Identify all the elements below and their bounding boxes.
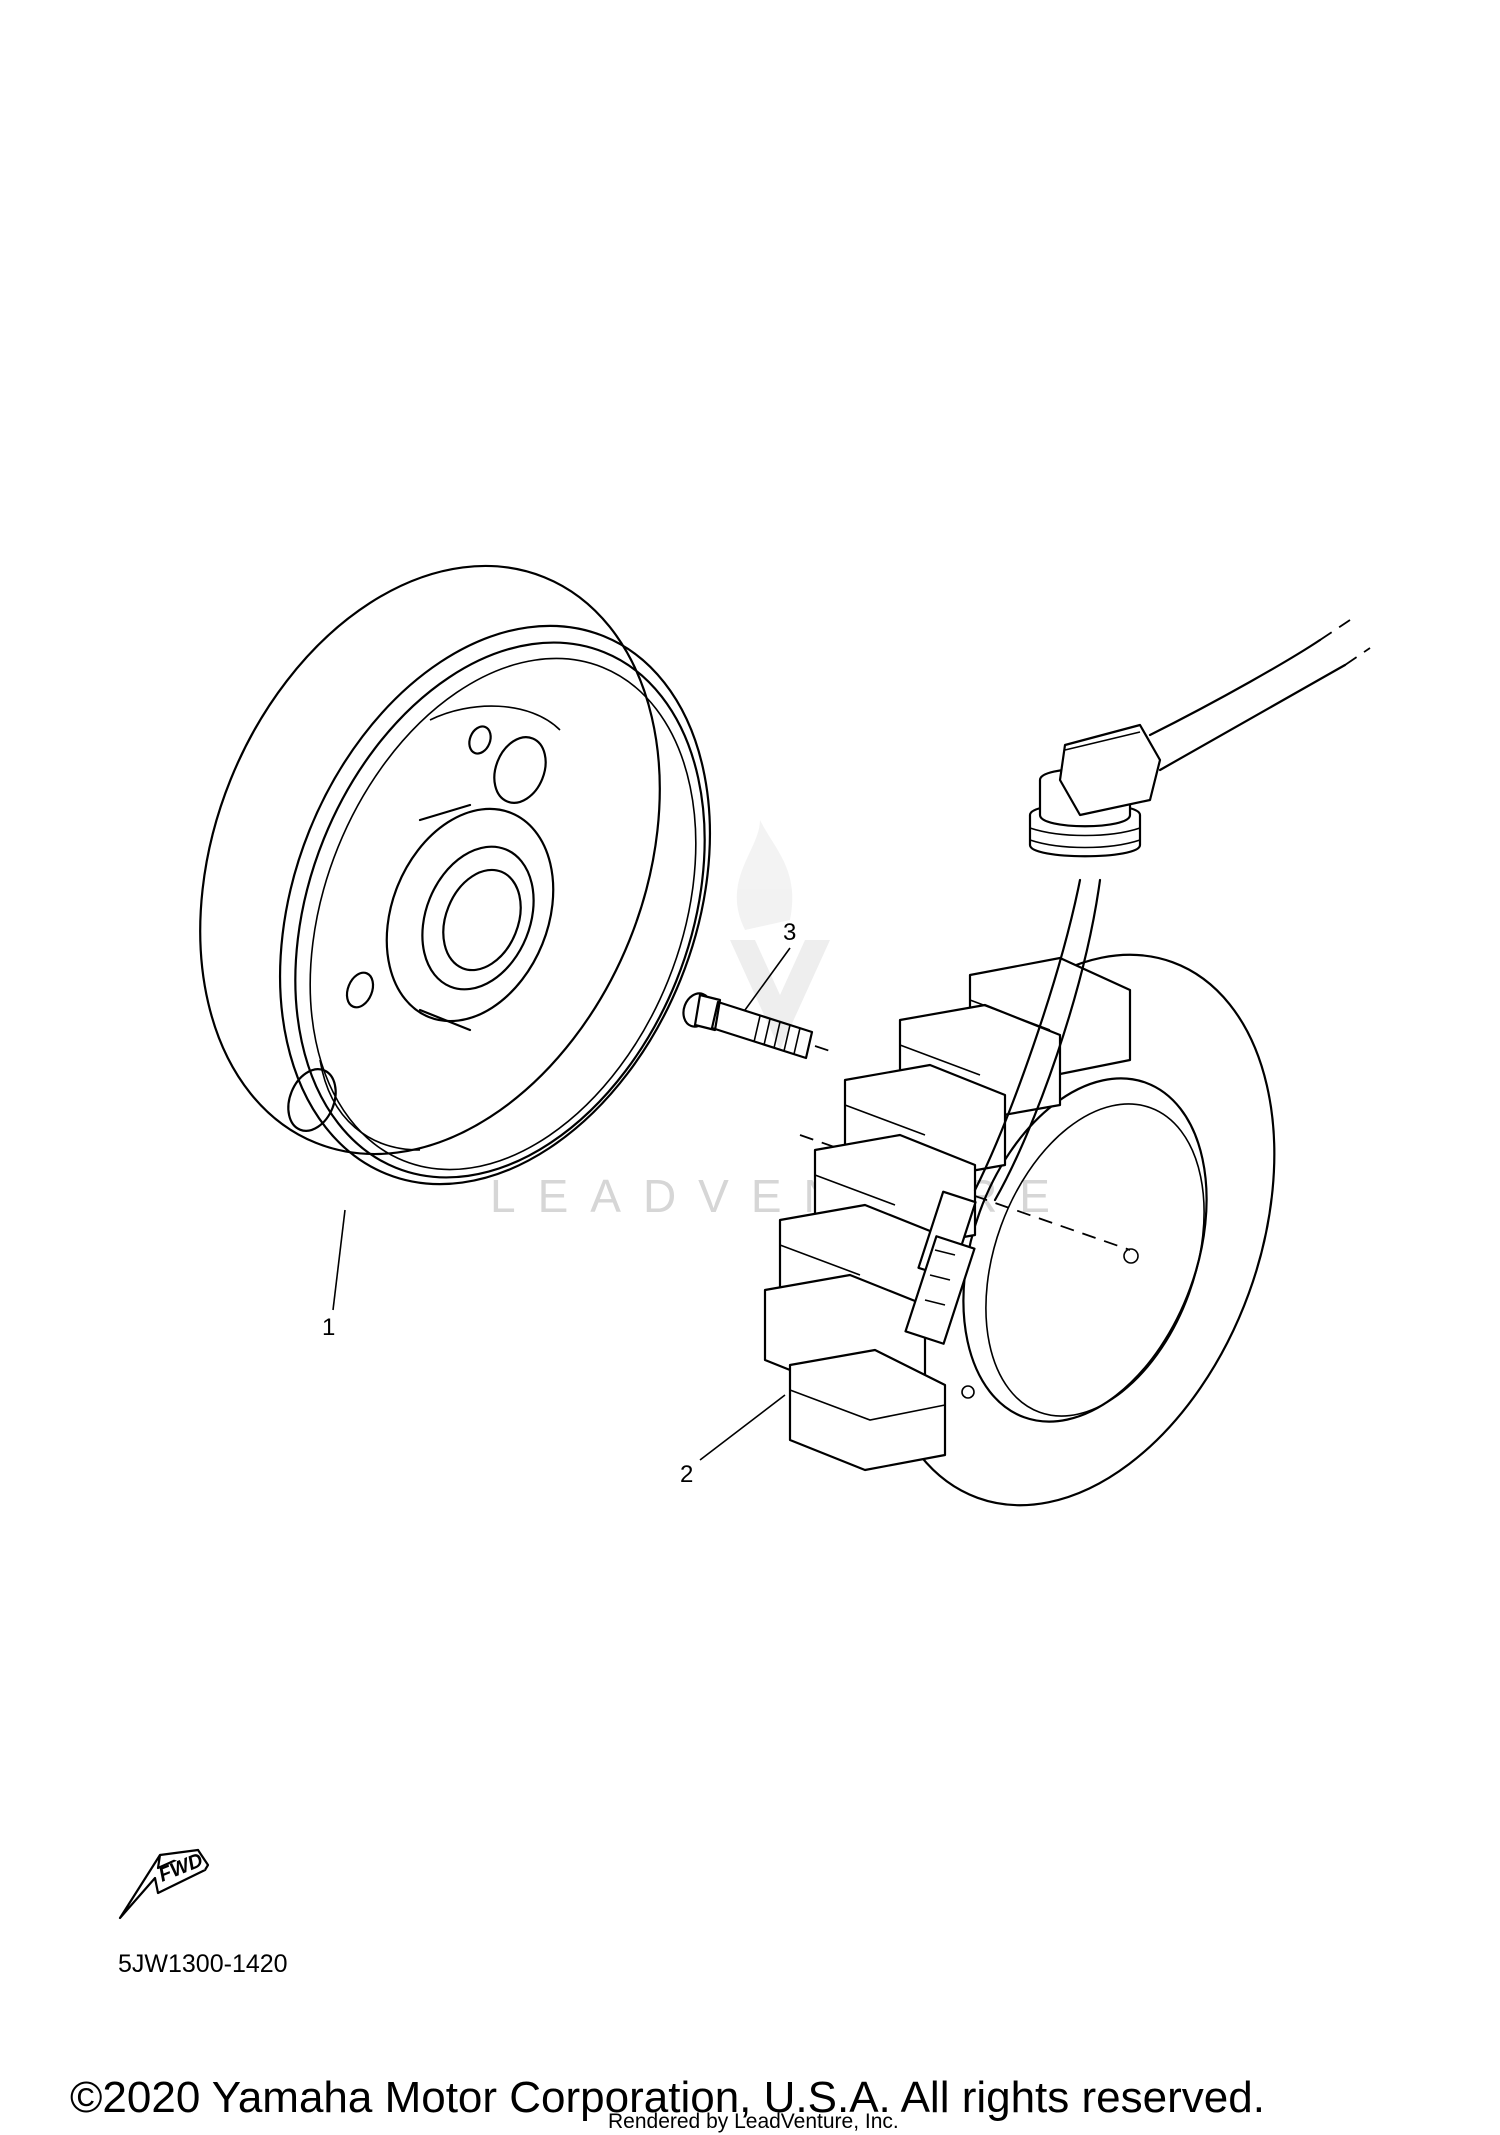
callout-3[interactable]: 3 (783, 919, 796, 946)
rendered-by-text: Rendered by LeadVenture, Inc. (608, 2110, 899, 2133)
watermark-logo-icon (730, 820, 830, 1050)
diagram-code: 5JW1300-1420 (118, 1950, 288, 1978)
copyright-text: ©2020 Yamaha Motor Corporation, U.S.A. A… (70, 2073, 1265, 2122)
callout-1[interactable]: 1 (322, 1314, 335, 1341)
flywheel-rotor[interactable] (116, 497, 789, 1249)
callout-2[interactable]: 2 (680, 1461, 693, 1488)
watermark-text: LEADVENTURE (490, 1170, 1072, 1222)
stator-assembly[interactable] (763, 619, 1371, 1561)
screw[interactable] (679, 990, 831, 1060)
fwd-arrow-icon: FWD (118, 1848, 210, 1920)
callout-leaders (332, 947, 791, 1461)
